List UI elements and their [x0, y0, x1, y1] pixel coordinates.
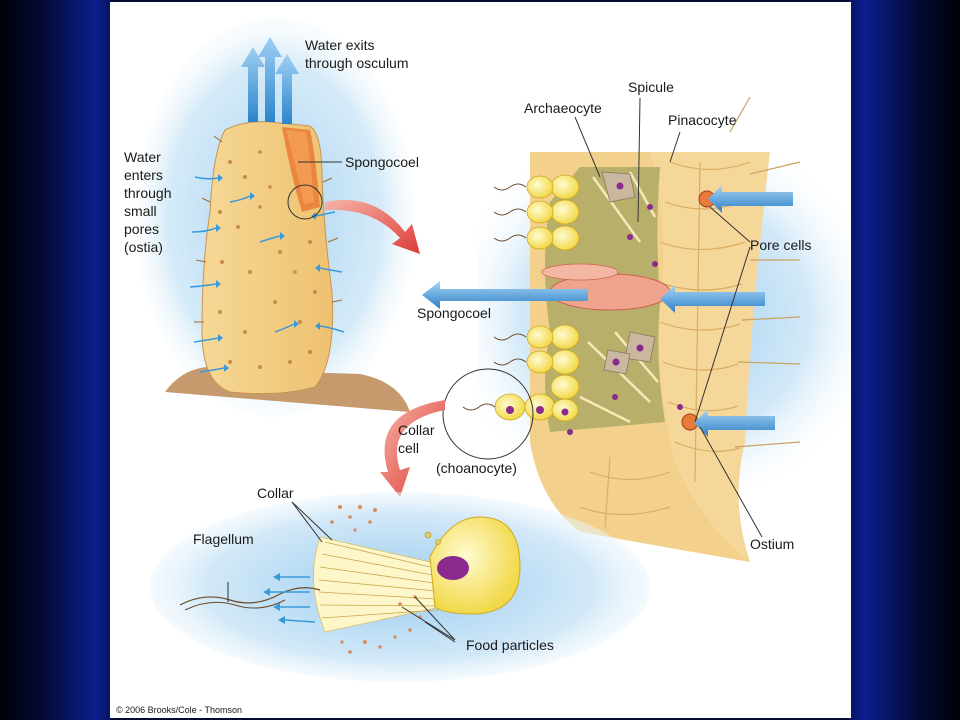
label-water-enters-5: pores — [124, 221, 159, 237]
label-ostium: Ostium — [750, 536, 794, 552]
whole-sponge — [135, 17, 415, 417]
label-spicule: Spicule — [628, 79, 674, 95]
copyright-notice: © 2006 Brooks/Cole - Thomson — [116, 705, 242, 715]
zoom-arrow-2 — [380, 400, 445, 497]
label-food-particles: Food particles — [466, 637, 554, 653]
label-pinacocyte: Pinacocyte — [668, 112, 737, 128]
slide-canvas: Water exits through osculum Water enters… — [110, 2, 851, 718]
body-wall-cross-section — [422, 96, 851, 562]
label-collar-cell-2: cell — [398, 440, 419, 456]
label-pore-cells: Pore cells — [750, 237, 811, 253]
zoom-arrow-1 — [325, 200, 420, 254]
label-spongocoel-top: Spongocoel — [345, 154, 419, 170]
label-collar: Collar — [257, 485, 294, 501]
label-choanocyte: (choanocyte) — [436, 460, 517, 476]
label-archaeocyte: Archaeocyte — [524, 100, 602, 116]
sponge-diagram: Water exits through osculum Water enters… — [116, 17, 851, 715]
label-water-enters-1: Water — [124, 149, 161, 165]
collar-cell-detail — [150, 492, 650, 682]
label-water-exits-2: through osculum — [305, 55, 409, 71]
labels: Water exits through osculum Water enters… — [116, 37, 811, 715]
label-collar-cell-1: Collar — [398, 422, 435, 438]
label-water-enters-3: through — [124, 185, 171, 201]
label-water-exits-1: Water exits — [305, 37, 375, 53]
label-spongocoel-mid: Spongocoel — [417, 305, 491, 321]
label-water-enters-4: small — [124, 203, 157, 219]
label-flagellum: Flagellum — [193, 531, 254, 547]
label-water-enters-6: (ostia) — [124, 239, 163, 255]
label-water-enters-2: enters — [124, 167, 163, 183]
